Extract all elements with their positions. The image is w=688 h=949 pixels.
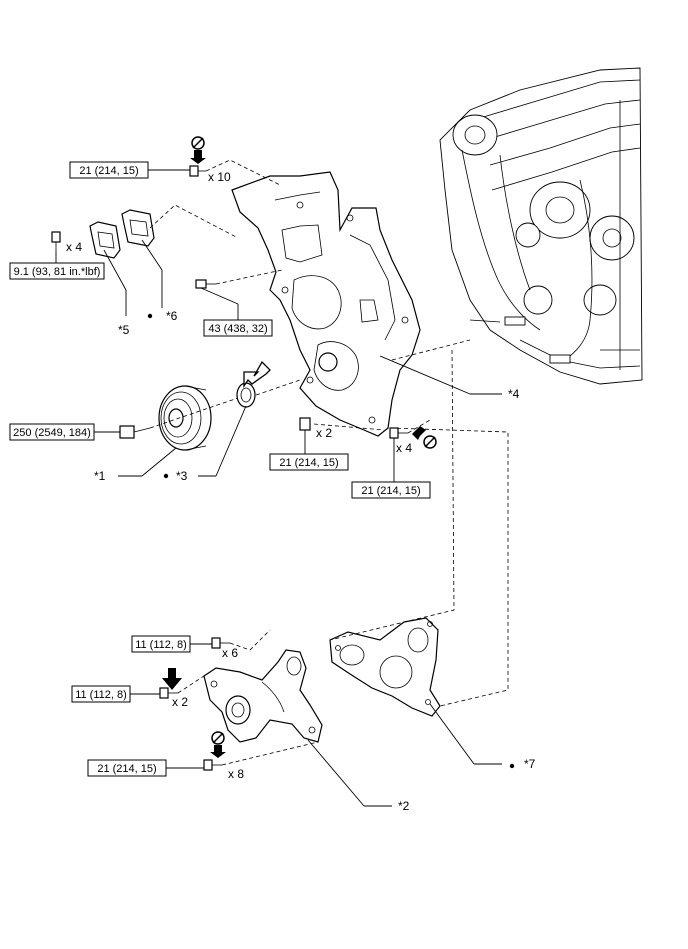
callout-7: *7 xyxy=(429,703,536,771)
qty-x4-lower: x 4 xyxy=(396,441,412,455)
torque-sequence-icon xyxy=(190,136,206,164)
gasket-6 xyxy=(121,209,155,247)
svg-text:21 (214, 15): 21 (214, 15) xyxy=(79,165,138,177)
nut-x2 xyxy=(299,417,311,431)
torque-spec-5: 21 (214, 15) xyxy=(269,430,349,471)
qty-x8: x 8 xyxy=(228,767,244,781)
svg-text:*2: *2 xyxy=(398,799,410,813)
qty-x2-pump: x 2 xyxy=(172,695,188,709)
svg-text:21 (214, 15): 21 (214, 15) xyxy=(279,457,338,469)
tighten-arrow-icon xyxy=(162,668,182,690)
oil-seal xyxy=(236,382,256,408)
bolt-x8 xyxy=(203,759,222,771)
torque-spec-8: 11 (112, 8) xyxy=(71,685,160,703)
torque-spec-3: 43 (438, 32) xyxy=(200,287,273,337)
callout-3: *3 xyxy=(163,405,247,483)
svg-text:43 (438, 32): 43 (438, 32) xyxy=(208,323,267,335)
svg-text:*1: *1 xyxy=(94,469,106,483)
svg-text:9.1 (93, 81 in.*lbf): 9.1 (93, 81 in.*lbf) xyxy=(14,266,101,278)
water-pump-gasket xyxy=(329,617,441,717)
torque-spec-9: 21 (214, 15) xyxy=(87,759,204,777)
alignment-lines xyxy=(149,159,509,766)
torque-sequence-icon xyxy=(210,731,226,758)
svg-text:*7: *7 xyxy=(524,757,536,771)
qty-x6: x 6 xyxy=(222,646,238,660)
bolt-gasket xyxy=(51,231,61,250)
bolt-top xyxy=(189,165,206,177)
qty-x2-nut: x 2 xyxy=(316,426,332,440)
callout-4: *4 xyxy=(379,355,520,401)
water-pump xyxy=(203,649,323,743)
crankshaft-pulley xyxy=(158,385,212,451)
non-reusable-dot-icon xyxy=(163,473,169,479)
svg-text:*3: *3 xyxy=(176,469,188,483)
callout-1: *1 xyxy=(94,447,177,483)
svg-text:*6: *6 xyxy=(166,309,178,323)
timing-chain-cover xyxy=(231,171,421,437)
svg-text:*4: *4 xyxy=(508,387,520,401)
qty-x10: x 10 xyxy=(208,170,231,184)
non-reusable-dot-icon xyxy=(147,313,153,319)
torque-spec-7: 11 (112, 8) xyxy=(131,635,212,653)
torque-sequence-icon xyxy=(412,426,437,449)
svg-text:21 (214, 15): 21 (214, 15) xyxy=(97,763,156,775)
bolt-x4-lower xyxy=(389,427,408,439)
torque-spec-4: 250 (2549, 184) xyxy=(9,423,120,441)
qty-x4-gasket: x 4 xyxy=(66,240,82,254)
torque-spec-2: 9.1 (93, 81 in.*lbf) xyxy=(9,250,105,280)
engine-block xyxy=(439,67,643,385)
torque-spec-1: 21 (214, 15) xyxy=(69,161,190,179)
svg-text:250 (2549, 184): 250 (2549, 184) xyxy=(13,427,91,439)
callout-5: *5 xyxy=(103,249,130,337)
callout-6: *6 xyxy=(141,239,178,323)
apply-arrow-icon xyxy=(243,360,271,389)
svg-text:21 (214, 15): 21 (214, 15) xyxy=(361,485,420,497)
svg-text:*5: *5 xyxy=(118,323,130,337)
bolt-pulley xyxy=(119,425,151,439)
bolt-cover-43 xyxy=(195,279,216,289)
bolt-x2-pump xyxy=(159,687,178,699)
callout-2: *2 xyxy=(307,739,410,813)
svg-text:11 (112, 8): 11 (112, 8) xyxy=(135,639,187,651)
torque-spec-6: 21 (214, 15) xyxy=(351,438,431,499)
gasket-5 xyxy=(89,221,121,259)
non-reusable-dot-icon xyxy=(509,763,515,769)
svg-text:11 (112, 8): 11 (112, 8) xyxy=(75,689,127,701)
bolt-x6 xyxy=(211,637,230,649)
